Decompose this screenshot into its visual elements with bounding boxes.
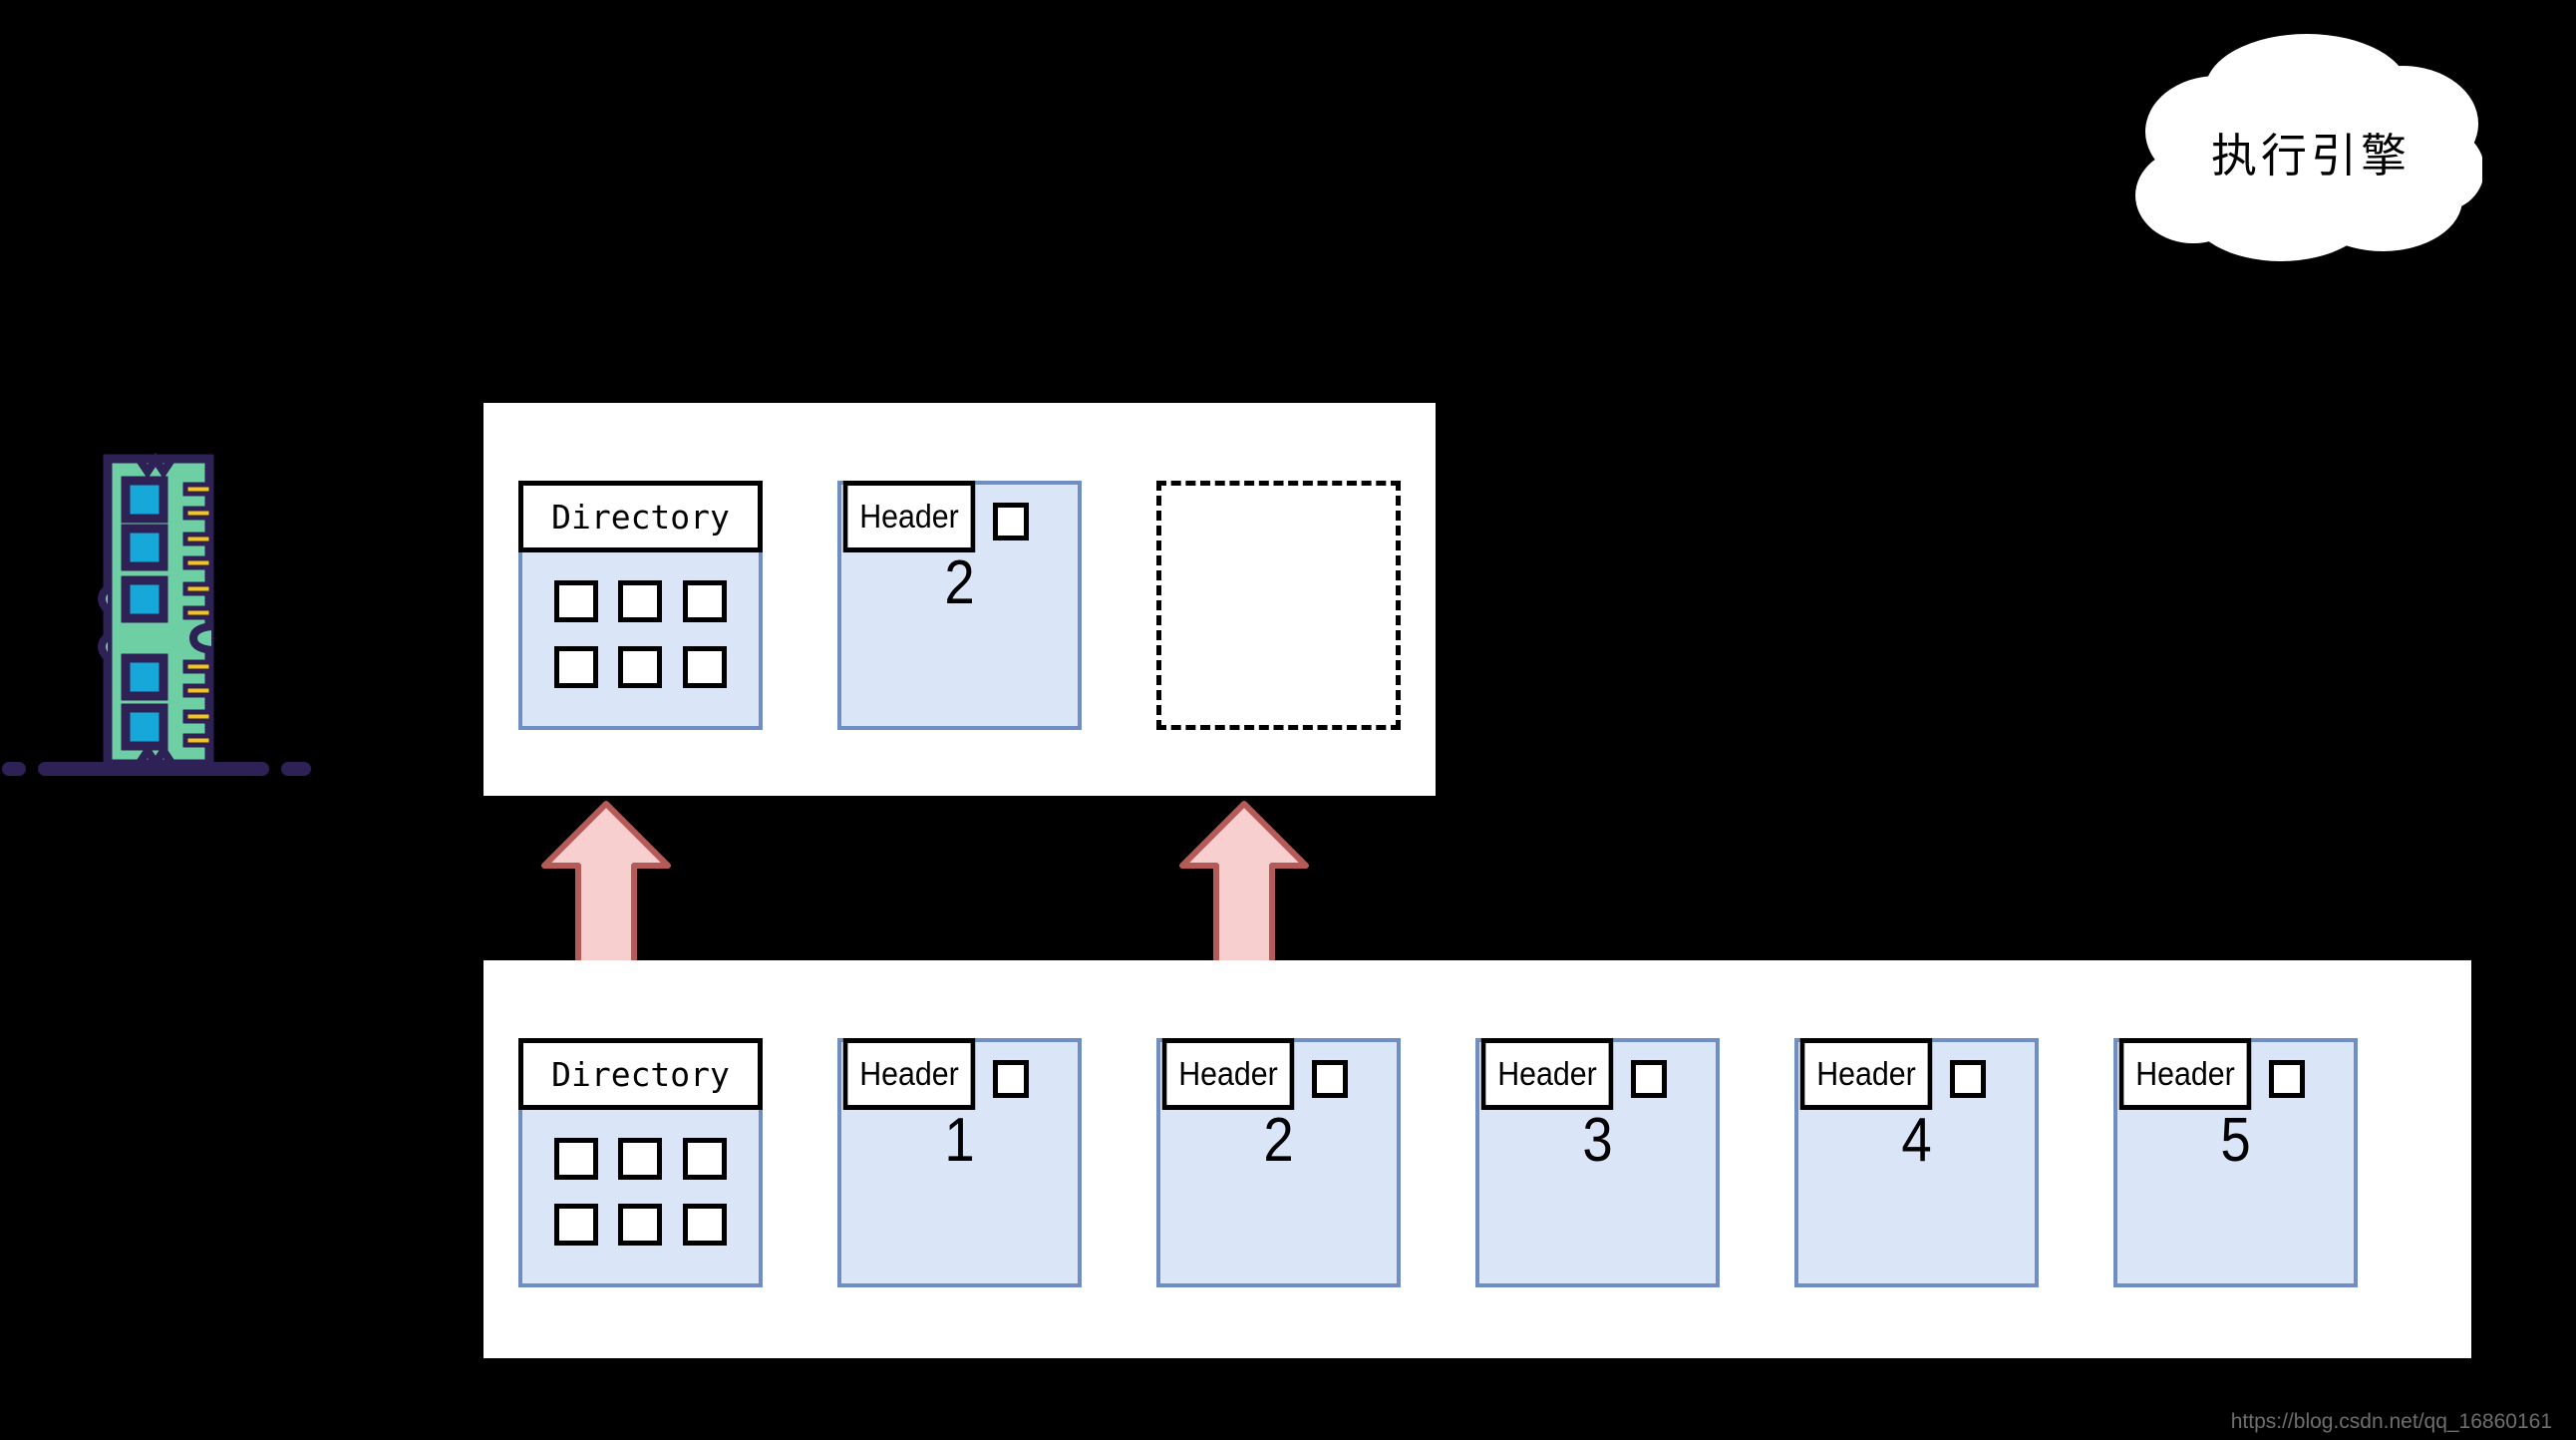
directory-slot[interactable] <box>618 646 663 688</box>
disk-page-header-label: Header <box>842 1038 976 1110</box>
execution-engine-cloud: 执行引擎 <box>2121 28 2482 263</box>
disk-page-card-3[interactable]: Header 3 <box>1475 1038 1720 1287</box>
disk-page-number: 1 <box>944 1106 975 1175</box>
disk-directory-title: Directory <box>518 1038 763 1110</box>
disk-page-number: 2 <box>1263 1106 1294 1175</box>
page-flag-square[interactable] <box>993 1060 1029 1098</box>
memory-page-card-2[interactable]: Header 2 <box>837 481 1082 730</box>
disk-page-number: 3 <box>1582 1106 1613 1175</box>
directory-slot[interactable] <box>682 646 727 688</box>
disk-directory-card[interactable]: Directory <box>518 1038 763 1287</box>
up-arrow-icon <box>1179 801 1309 1047</box>
memory-buffer-panel: Directory Header 2 <box>483 403 1436 796</box>
disk-page-header-label: Header <box>1161 1038 1295 1110</box>
memory-directory-slot-grid <box>522 556 759 726</box>
disk-page-card-1[interactable]: Header 1 <box>837 1038 1082 1287</box>
memory-module-icon <box>0 429 339 788</box>
disk-page-card-4[interactable]: Header 4 <box>1794 1038 2039 1287</box>
page-flag-square[interactable] <box>1312 1060 1348 1098</box>
page-flag-square[interactable] <box>1631 1060 1667 1098</box>
ram-stick-icon <box>2 452 311 776</box>
directory-slot[interactable] <box>682 1204 727 1246</box>
watermark-url: https://blog.csdn.net/qq_16860161 <box>2230 1410 2552 1433</box>
directory-slot[interactable] <box>682 1138 727 1180</box>
memory-directory-card[interactable]: Directory <box>518 481 763 730</box>
page-flag-square[interactable] <box>1950 1060 1986 1098</box>
directory-slot[interactable] <box>618 1204 663 1246</box>
disk-page-number: 5 <box>2220 1106 2251 1175</box>
disk-page-card-2[interactable]: Header 2 <box>1156 1038 1401 1287</box>
directory-slot[interactable] <box>554 580 599 622</box>
disk-page-header-label: Header <box>1480 1038 1614 1110</box>
page-flag-square[interactable] <box>993 503 1029 540</box>
directory-slot[interactable] <box>618 580 663 622</box>
directory-slot[interactable] <box>554 1138 599 1180</box>
disk-page-card-5[interactable]: Header 5 <box>2113 1038 2358 1287</box>
disk-page-header-label: Header <box>1799 1038 1933 1110</box>
memory-page-number: 2 <box>944 548 975 617</box>
up-arrow-icon <box>541 801 671 1047</box>
disk-page-number: 4 <box>1901 1106 1932 1175</box>
directory-slot[interactable] <box>554 1204 599 1246</box>
disk-file-panel: Directory Header 1 Header 2 Header <box>483 960 2471 1358</box>
cloud-shape-icon <box>2135 34 2482 261</box>
load-directory-arrow <box>538 798 674 1047</box>
page-flag-square[interactable] <box>2269 1060 2305 1098</box>
directory-slot[interactable] <box>682 580 727 622</box>
disk-page-header-label: Header <box>2118 1038 2252 1110</box>
load-page-2-arrow <box>1176 798 1312 1047</box>
disk-directory-slot-grid <box>522 1114 759 1283</box>
directory-slot[interactable] <box>618 1138 663 1180</box>
directory-slot[interactable] <box>554 646 599 688</box>
memory-page-header-label: Header <box>842 481 976 552</box>
memory-directory-title: Directory <box>518 481 763 552</box>
memory-empty-slot-placeholder[interactable] <box>1156 481 1401 730</box>
